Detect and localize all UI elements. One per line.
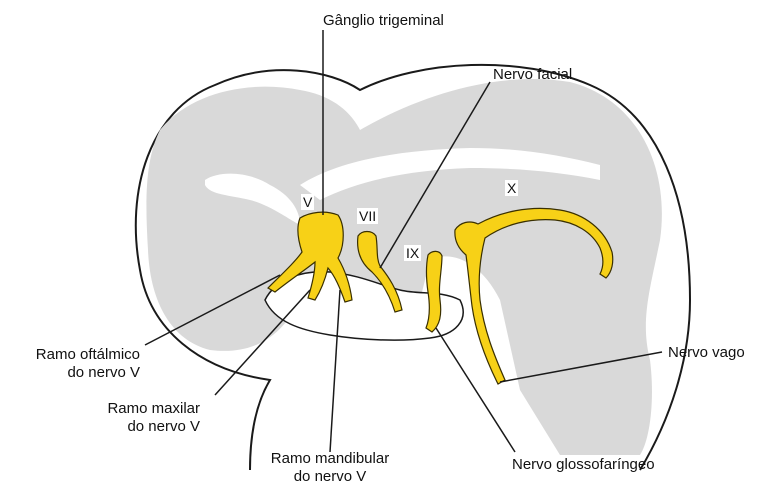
label-maxillary-branch: Ramo maxilar do nervo V [70, 400, 200, 436]
label-glossopharyngeal-nerve: Nervo glossofaríngeo [512, 456, 655, 474]
numeral-v: V [301, 194, 314, 210]
label-ophthalmic-line1: Ramo oftálmico [10, 346, 140, 364]
glossopharyngeal-nerve [426, 251, 442, 332]
label-mandibular-line2: do nervo V [250, 468, 410, 486]
numeral-x: X [505, 180, 518, 196]
label-facial-nerve: Nervo facial [493, 66, 572, 84]
label-vagus-nerve: Nervo vago [668, 344, 745, 362]
label-ophthalmic-line2: do nervo V [10, 364, 140, 382]
numeral-ix: IX [404, 245, 421, 261]
label-mandibular-line1: Ramo mandibular [250, 450, 410, 468]
label-mandibular-branch: Ramo mandibular do nervo V [250, 450, 410, 486]
label-ophthalmic-branch: Ramo oftálmico do nervo V [10, 346, 140, 382]
label-trigeminal-ganglion: Gânglio trigeminal [323, 12, 444, 30]
numeral-vii: VII [357, 208, 378, 224]
label-maxillary-line2: do nervo V [70, 418, 200, 436]
label-maxillary-line1: Ramo maxilar [70, 400, 200, 418]
